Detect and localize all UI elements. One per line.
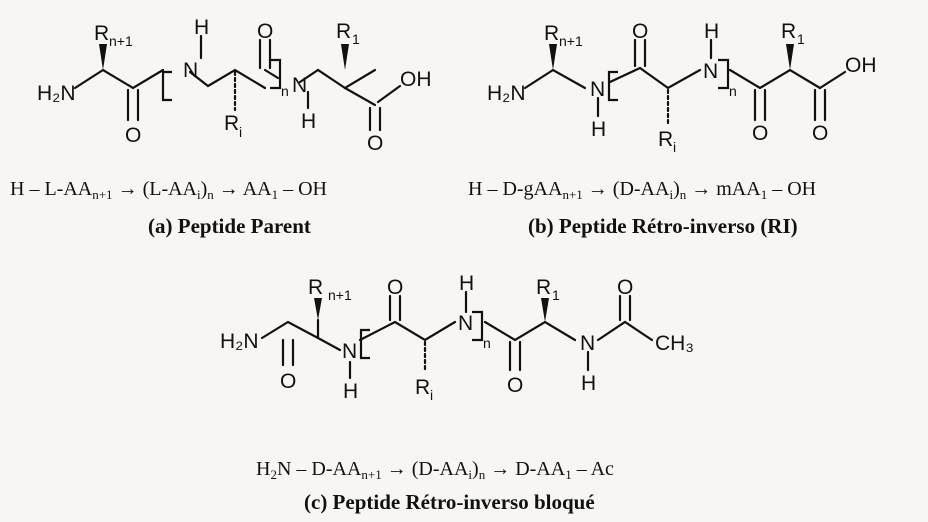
atom-a-o2: O xyxy=(257,20,273,43)
atom-a-ri-sub: i xyxy=(239,124,242,140)
atom-c-o2: O xyxy=(387,276,403,299)
bond-a-carbonyl3 xyxy=(368,106,382,132)
atom-b-o3: O xyxy=(812,122,828,145)
atom-c-n2: N xyxy=(458,312,473,335)
wedge-c-r1 xyxy=(541,298,549,322)
atom-c-o1: O xyxy=(280,370,296,393)
bond-a-oh xyxy=(376,84,402,104)
bracket-a-right xyxy=(270,58,282,90)
bond-a-carbonyl2 xyxy=(258,38,272,70)
atom-b-o2: O xyxy=(752,122,768,145)
atom-c-rn1: R xyxy=(308,276,323,299)
atom-c-h3: H xyxy=(581,372,596,395)
bond-b-main2 xyxy=(608,66,702,90)
bond-c-acetyl xyxy=(596,320,654,342)
caption-c: (c) Peptide Rétro-inverso bloqué xyxy=(304,490,595,514)
bond-c-main3 xyxy=(483,320,577,342)
caption-a: (a) Peptide Parent xyxy=(148,214,311,238)
structure-b: H₂N R n+1 N H O R i N H n O R 1 O OH xyxy=(487,20,877,155)
bond-c-carbonyl2 xyxy=(388,294,402,322)
atom-a-h1: H xyxy=(194,16,209,39)
bracket-c-right xyxy=(472,310,484,342)
atom-c-ri-sub: i xyxy=(430,387,433,403)
atom-b-n1: N xyxy=(590,78,605,101)
atom-b-r1: R xyxy=(781,20,796,43)
atom-b-h1: H xyxy=(591,118,606,141)
bracket-b-left xyxy=(607,70,618,102)
atom-c-o3: O xyxy=(507,374,523,397)
atom-a-rn1-sub: n+1 xyxy=(109,33,133,49)
atom-a-oh: OH xyxy=(400,68,432,91)
bond-a-main3 xyxy=(298,68,377,90)
atom-c-nsub: n xyxy=(483,335,491,351)
atom-a-n2: N xyxy=(292,74,307,97)
atom-a-o1: O xyxy=(125,124,141,147)
bond-a-main1 xyxy=(73,68,165,90)
wedge-a-r1 xyxy=(341,44,349,70)
wedge-b-r1 xyxy=(786,44,794,70)
atom-b-h2n: H₂N xyxy=(487,82,525,105)
bond-b-carbonyl2 xyxy=(753,88,767,122)
atom-a-r1: R xyxy=(336,20,351,43)
atom-c-r1: R xyxy=(536,276,551,299)
atom-c-n3: N xyxy=(580,332,595,355)
atom-b-oh: OH xyxy=(845,54,877,77)
atom-a-o3: O xyxy=(367,132,383,155)
wedge-a-rn1 xyxy=(99,44,107,70)
atom-b-ri-sub: i xyxy=(673,139,676,155)
atom-a-n1: N xyxy=(183,59,198,82)
equation-b: H – D-gAAn+1 → (D-AAi)n → mAA1 – OH xyxy=(468,178,817,202)
equation-a: H – L-AAn+1 → (L-AAi)n → AA1 – OH xyxy=(10,178,327,202)
atom-c-h2: H xyxy=(459,272,474,295)
bond-c-main1 xyxy=(260,320,342,352)
atom-b-rn1-sub: n+1 xyxy=(559,33,583,49)
bond-c-carbonyl3 xyxy=(508,340,522,372)
atom-c-h1: H xyxy=(343,380,358,403)
bond-a-tail xyxy=(263,68,280,80)
atom-b-o1: O xyxy=(632,20,648,43)
structure-c: H₂N O R n+1 N H O R i N H n O R 1 N H O … xyxy=(220,272,694,403)
atom-c-ch3: CH₃ xyxy=(655,332,694,355)
atom-b-ri: R xyxy=(658,128,673,151)
atom-a-ri: R xyxy=(224,112,239,135)
bond-a-main2 xyxy=(188,68,267,90)
bond-a-carbonyl1 xyxy=(126,88,140,122)
bond-c-carbonyl1 xyxy=(281,338,295,367)
bond-c-carbonyl4 xyxy=(618,294,632,322)
atom-a-h2n: H₂N xyxy=(37,82,75,105)
atom-b-rn1: R xyxy=(544,22,559,45)
atom-a-h2: H xyxy=(301,110,316,133)
bond-b-main1 xyxy=(523,68,587,90)
atom-c-n1: N xyxy=(342,340,357,363)
structure-a: H₂N R n+1 O N H R i O n N H R 1 O OH xyxy=(37,16,432,155)
atom-c-r1-sub: 1 xyxy=(552,287,560,303)
bond-b-main3 xyxy=(728,68,822,90)
bracket-b-right xyxy=(718,58,730,90)
bond-b-carbonyl1 xyxy=(633,38,647,68)
atom-c-ri: R xyxy=(415,376,430,399)
bond-a-acid xyxy=(343,86,377,107)
bond-c-main2 xyxy=(358,320,457,342)
atom-c-h2n: H₂N xyxy=(220,330,258,353)
atom-c-o4: O xyxy=(617,276,633,299)
bond-b-oh xyxy=(818,70,847,90)
equation-c: H2N – D-AAn+1 → (D-AAi)n → D-AA1 – Ac xyxy=(256,458,614,482)
atom-b-h2: H xyxy=(704,20,719,43)
bond-b-carbonyl3 xyxy=(813,88,827,122)
bracket-a-left xyxy=(161,70,172,102)
atom-c-rn1-sub: n+1 xyxy=(328,287,352,303)
caption-b: (b) Peptide Rétro-inverso (RI) xyxy=(528,214,798,238)
bracket-c-left xyxy=(359,328,370,360)
atom-b-n2: N xyxy=(703,60,718,83)
wedge-b-rn1 xyxy=(549,44,557,70)
atom-b-nsub: n xyxy=(729,83,737,99)
atom-a-rn1: R xyxy=(94,22,109,45)
wedge-c-rn1 xyxy=(314,298,322,320)
atom-b-r1-sub: 1 xyxy=(797,31,805,47)
atom-a-nsub: n xyxy=(281,83,289,99)
atom-a-r1-sub: 1 xyxy=(352,31,360,47)
